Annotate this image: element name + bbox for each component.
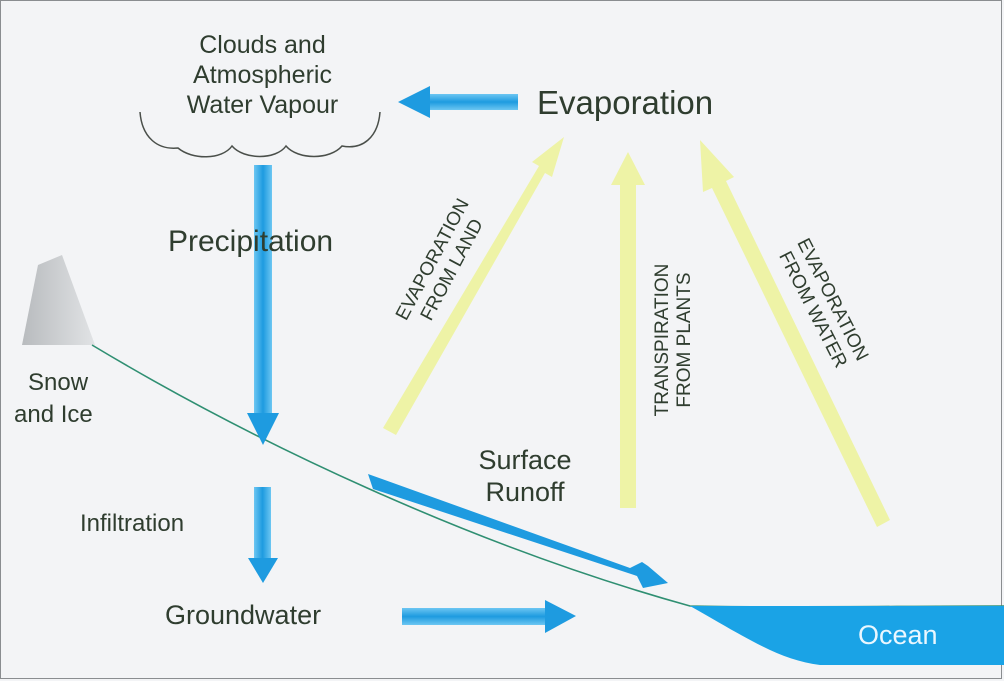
surface-runoff-label: Surface Runoff <box>455 444 595 508</box>
clouds-label-line-3: Water Vapour <box>186 91 339 119</box>
snow-and-ice-label: Snow and Ice <box>8 367 118 431</box>
surface-runoff-line-2: Runoff <box>485 477 565 507</box>
snow-label-line-2: and Ice <box>14 401 93 428</box>
precipitation-label: Precipitation <box>168 225 334 258</box>
snow-label-line-1: Snow <box>28 369 89 396</box>
groundwater-label: Groundwater <box>165 600 322 630</box>
transpiration-from-plants-label: TRANSPIRATION FROM PLANTS <box>652 264 696 417</box>
clouds-label: Clouds and Atmospheric Water Vapour <box>150 30 375 120</box>
ocean-label: Ocean <box>858 620 938 650</box>
arrow-evaporation-from-water <box>700 140 890 527</box>
clouds-label-line-1: Clouds and <box>199 31 326 59</box>
arrow-precipitation <box>247 165 279 445</box>
arrow-evaporation-to-clouds <box>398 86 518 118</box>
arrow-infiltration <box>248 487 278 583</box>
surface-runoff-line-1: Surface <box>478 445 572 475</box>
transpiration-line-2: FROM PLANTS <box>674 272 695 408</box>
arrow-transpiration-from-plants <box>611 152 645 508</box>
cloud-outline <box>139 111 381 158</box>
transpiration-line-1: TRANSPIRATION <box>652 263 673 417</box>
snow-cap <box>22 255 95 345</box>
evaporation-label: Evaporation <box>537 84 714 121</box>
arrow-groundwater-to-ocean <box>402 600 576 633</box>
clouds-label-line-2: Atmospheric <box>193 61 332 89</box>
ocean-body <box>690 606 1004 665</box>
infiltration-label: Infiltration <box>80 510 185 537</box>
arrow-evaporation-from-land <box>383 137 564 435</box>
arrow-surface-runoff <box>368 474 668 588</box>
